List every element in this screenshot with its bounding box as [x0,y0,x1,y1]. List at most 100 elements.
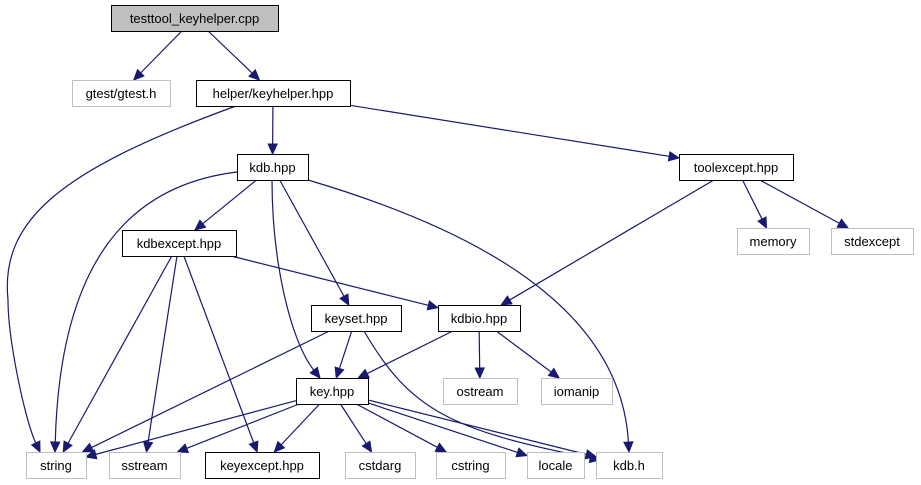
node-iomanip[interactable]: iomanip [541,378,613,405]
node-locale[interactable]: locale [527,452,585,479]
node-box [111,5,279,32]
edge-keyset-to-key [338,330,353,369]
node-label: kdbio.hpp [451,311,507,326]
node-label: memory [750,234,797,249]
node-cstdarg[interactable]: cstdarg [345,452,416,479]
edge-keyset-to-string-arrowhead [81,442,95,453]
edge-keyset-to-kdbh [363,330,591,459]
edge-kdbexcept-to-kdbio-arrowhead [426,300,440,311]
node-box [679,154,794,181]
edge-kdbexcept-to-keyexcept [183,255,255,443]
node-label: string [40,458,72,473]
edge-toolexcept-to-memory-arrowhead [757,216,768,230]
edge-keyhelper-to-kdbhpp-arrowhead [267,143,278,156]
edge-toolexcept-to-kdbio-arrowhead [500,295,513,306]
nodes: testtool_keyhelper.cpp gtest/gtest.h helpe… [26,5,914,479]
node-toolexcept[interactable]: toolexcept.hpp [679,154,794,181]
edge-key-to-kdbh-arrowhead [584,449,598,460]
node-label: toolexcept.hpp [694,160,779,175]
node-label: gtest/gtest.h [86,86,157,101]
node-memory[interactable]: memory [737,228,810,255]
edge-key-to-cstring-arrowhead [434,442,448,453]
node-label: cstring [451,458,489,473]
node-kdbio[interactable]: kdbio.hpp [438,305,521,332]
edge-key-to-string-arrowhead [84,449,98,460]
node-kdbexcept[interactable]: kdbexcept.hpp [122,230,237,257]
node-label: keyset.hpp [325,311,388,326]
edge-root-to-keyhelper [207,30,253,74]
node-cstring[interactable]: cstring [436,452,506,479]
edge-kdbhpp-to-kdbh-arrowhead [623,441,634,454]
edge-kdbio-to-ostream-arrowhead [474,367,485,380]
node-key[interactable]: key.hpp [296,378,369,405]
edge-kdbhpp-to-kdbexcept-arrowhead [194,219,207,231]
node-label: kdb.hpp [249,160,295,175]
node-box [345,452,416,479]
node-label: testtool_keyhelper.cpp [130,11,259,26]
edge-kdbhpp-to-keyset-arrowhead [339,293,350,307]
node-box [26,452,87,479]
edge-kdbhpp-to-keyset [279,179,345,297]
edge-kdbhpp-to-string-arrowhead [50,441,61,454]
edge-key-to-kdbh [367,399,587,455]
edge-keyset-to-string [91,330,330,449]
node-kdbhpp[interactable]: kdb.hpp [237,154,309,181]
node-stdexcept[interactable]: stdexcept [831,228,914,255]
node-box [541,378,613,405]
node-box [205,452,320,479]
edge-kdbio-to-iomanip [496,330,552,373]
node-label: kdb.h [613,458,645,473]
edge-key-to-sstream [186,403,300,449]
node-box [196,80,351,107]
edge-key-to-sstream-arrowhead [176,443,190,454]
edge-toolexcept-to-stdexcept [759,179,840,224]
edge-key-to-cstdarg [339,403,367,444]
node-box [311,305,402,332]
node-box [237,154,309,181]
edge-kdbexcept-to-sstream [147,255,178,443]
edge-key-to-string [95,400,297,455]
node-gtest[interactable]: gtest/gtest.h [72,80,171,107]
edge-key-to-locale [367,402,518,453]
edge-root-to-keyhelper-arrowhead [248,68,261,81]
node-kdbh[interactable]: kdb.h [596,452,663,479]
node-string[interactable]: string [26,452,87,479]
node-ostream[interactable]: ostream [443,378,518,405]
node-box [596,452,663,479]
edge-kdbhpp-to-key [271,179,315,371]
node-label: cstdarg [359,458,402,473]
edge-toolexcept-to-stdexcept-arrowhead [836,218,850,229]
node-label: sstream [121,458,167,473]
edge-key-to-keyexcept-arrowhead [273,440,286,453]
edge-kdbexcept-to-string [67,255,173,444]
node-label: locale [539,458,573,473]
edge-kdbexcept-to-keyexcept-arrowhead [248,440,259,454]
edge-kdbio-to-iomanip-arrowhead [547,367,561,379]
node-box [527,452,585,479]
edge-kdbio-to-ostream [478,330,481,369]
edge-keyhelper-to-toolexcept [349,104,670,157]
node-label: helper/keyhelper.hpp [213,86,334,101]
node-label: kdbexcept.hpp [137,236,222,251]
node-label: ostream [457,384,504,399]
node-root[interactable]: testtool_keyhelper.cpp [111,5,279,32]
edge-keyhelper-to-toolexcept-arrowhead [667,151,681,162]
edge-key-to-cstdarg-arrowhead [361,440,373,454]
edges [6,30,850,464]
node-keyset[interactable]: keyset.hpp [311,305,402,332]
node-label: key.hpp [310,384,355,399]
node-sstream[interactable]: sstream [109,452,181,479]
edge-key-to-keyexcept [280,403,321,446]
edge-kdbhpp-to-string [54,171,238,443]
node-box [296,378,369,405]
node-label: iomanip [554,384,600,399]
node-keyhelper[interactable]: helper/keyhelper.hpp [196,80,351,107]
edge-keyset-to-key-arrowhead [334,366,345,380]
node-label: keyexcept.hpp [220,458,304,473]
node-keyexcept[interactable]: keyexcept.hpp [205,452,320,479]
edge-keyhelper-to-string-arrowhead [30,440,41,454]
node-box [831,228,914,255]
node-box [122,230,237,257]
node-box [438,305,521,332]
